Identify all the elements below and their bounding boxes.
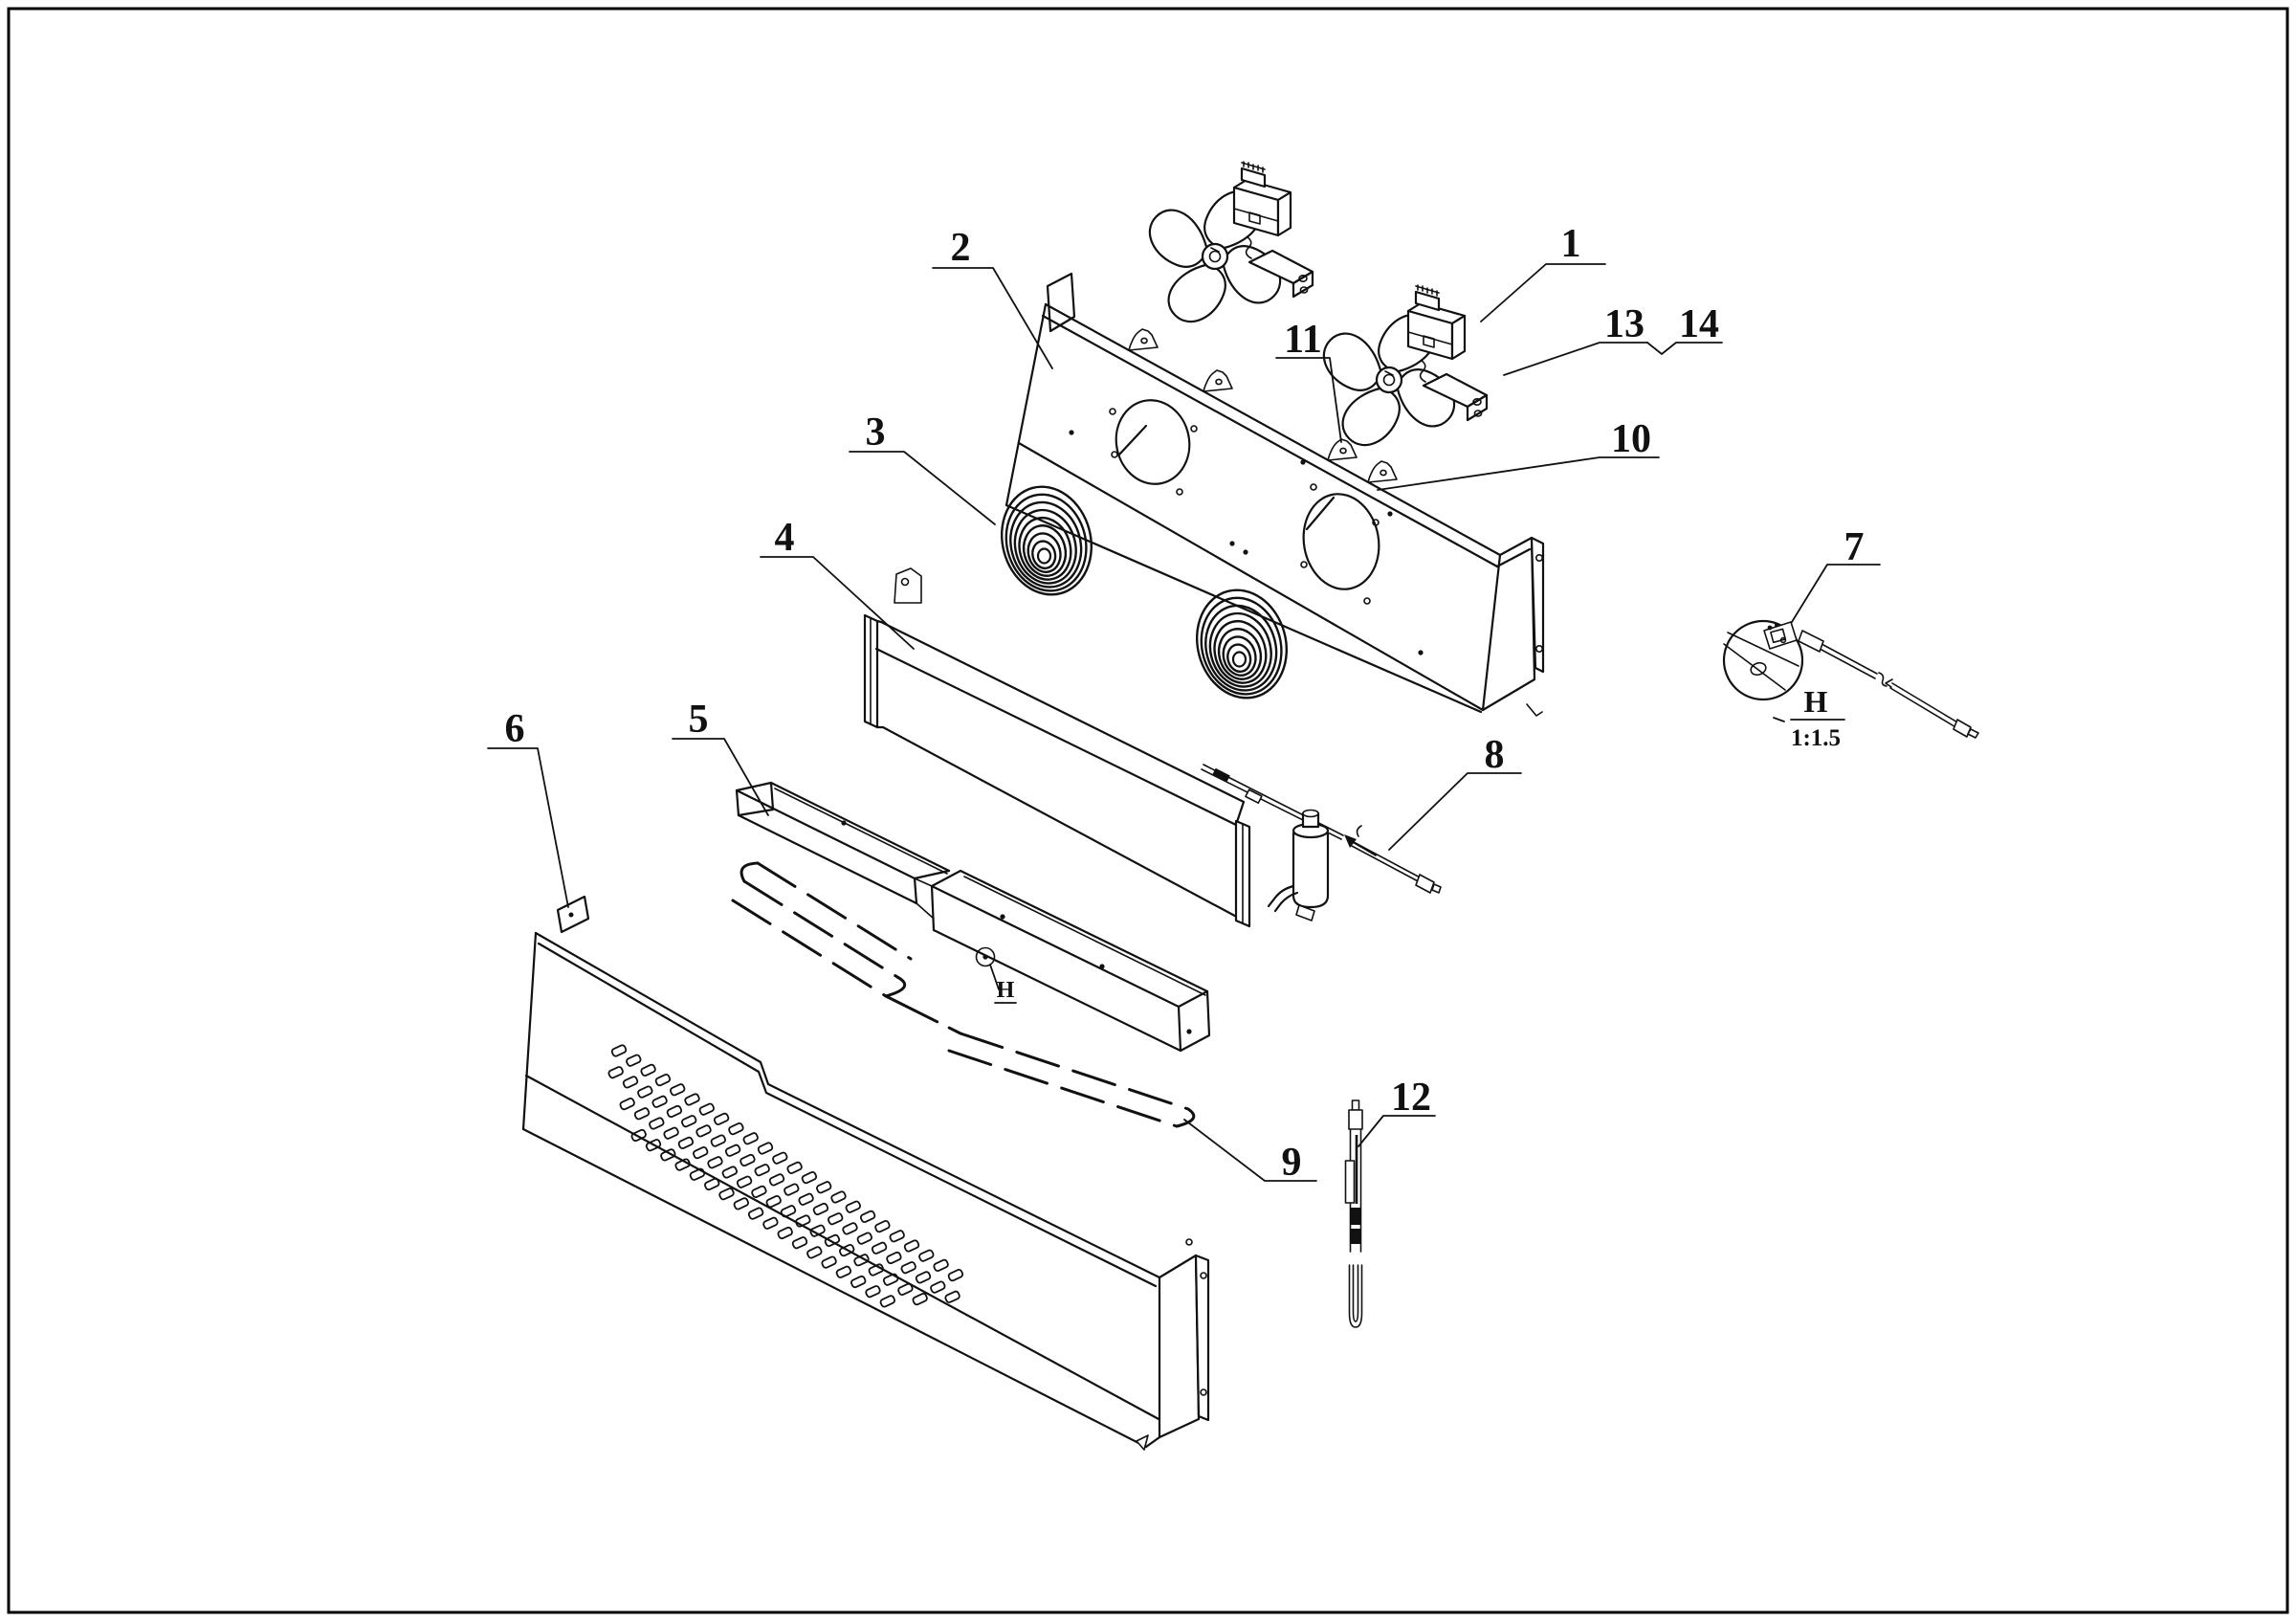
callout-number-10: 10 [1611,417,1651,461]
part-front-cover [521,895,1210,1451]
callout-number-12: 12 [1391,1076,1431,1120]
h-marker-letter: H [997,978,1015,1003]
part-fan-motor-assembly-upper [1139,160,1314,332]
fan-guard-spiral-1 [1000,485,1093,596]
callout-leader-4 [760,556,915,650]
callout-number-6: 6 [505,707,525,751]
part-sensor-probe [1344,825,1442,894]
top-edge-bracket-tabs [1128,328,1398,483]
callout-leader-11 [1275,357,1342,443]
part-defrost-heater [731,861,1196,1128]
h-surface-marker: H [975,946,1017,1004]
callout-number-7: 7 [1844,525,1865,569]
callout-leader-2 [932,267,1053,369]
callout-leader-7 [1791,564,1881,623]
callout-number-11: 11 [1284,318,1322,362]
callout-number-4: 4 [775,516,795,560]
detail-title-scale: 1:1.5 [1791,725,1841,751]
callout-leader-8 [1388,772,1522,851]
callout-number-9: 9 [1282,1141,1302,1185]
louver-vents [607,1044,964,1308]
callout-number-5: 5 [689,698,709,742]
detail-title-letter: H [1804,684,1828,719]
part-evaporator-coil [863,567,1344,928]
fan-opening-1 [1115,399,1191,485]
callout-number-2: 2 [951,226,971,270]
callout-leader-14 [1646,342,1723,355]
part-heater-rod [1344,1099,1363,1328]
fan-opening-2 [1302,493,1380,590]
callout-number-13: 13 [1604,302,1645,346]
callout-leader-9 [1183,1119,1317,1182]
sheet-border [7,7,2289,1614]
callout-leader-1 [1480,263,1606,322]
detail-view-H: H 1:1.5 [1722,619,1979,751]
callout-leader-3 [849,451,996,525]
callout-number-3: 3 [866,411,886,455]
callout-leader-5 [672,738,769,816]
accumulator [1267,809,1330,922]
part-fan-guards [1000,485,1289,699]
callout-number-14: 14 [1679,302,1719,346]
callout-leader-13 [1503,342,1648,376]
callout-number-8: 8 [1485,733,1505,777]
part-fan-motor-assembly-lower [1314,283,1489,455]
part-back-panel [1004,272,1545,717]
fan-guard-spiral-2 [1195,588,1289,699]
callout-leader-12 [1358,1115,1436,1147]
part-drain-tray: H [735,781,1211,1053]
callout-number-1: 1 [1561,222,1581,266]
callout-leader-6 [487,747,569,908]
callout-leader-10 [1377,456,1660,491]
panel-screw-holes [1069,408,1424,655]
